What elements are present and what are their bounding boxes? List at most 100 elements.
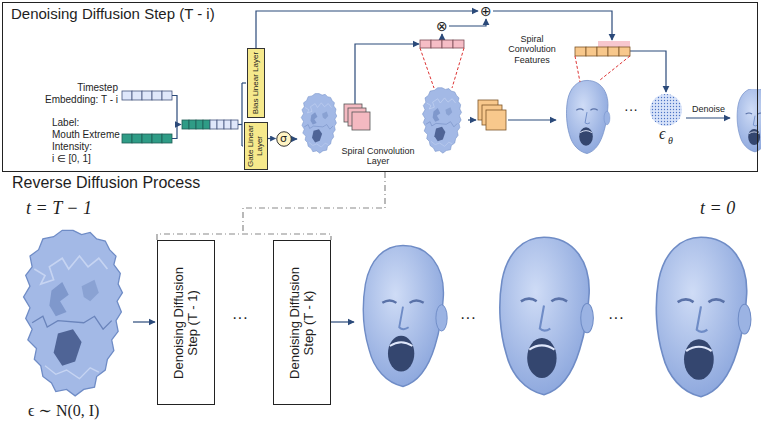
- vector-cell: [152, 134, 162, 143]
- flow-arrow: [508, 119, 556, 120]
- combined-vector: [182, 120, 238, 129]
- vector-cell: [203, 120, 210, 129]
- vector-cell: [224, 120, 231, 129]
- merge-wire: [172, 96, 181, 125]
- step-box: Denoising Diffusion Step (T - 1): [157, 240, 215, 405]
- panel-heading: Denoising Diffusion Step (T - i): [11, 5, 215, 23]
- vector-cell: [210, 120, 217, 129]
- sum-wire: [493, 11, 612, 40]
- vector-cell: [575, 47, 586, 56]
- vector-cell: [231, 120, 238, 129]
- vector-cell: [217, 120, 224, 129]
- input-label: Timestep Embedding: T - i: [42, 82, 118, 105]
- noisy-face: [422, 88, 461, 153]
- noise-distribution: ϵ ∼ N(0, I): [28, 402, 99, 420]
- vector-cell: [162, 134, 172, 143]
- vector-cell: [189, 120, 196, 129]
- linear-layer-box: Gate Linear Layer: [244, 122, 268, 170]
- denoised-face: [737, 88, 757, 152]
- section-title: Reverse Diffusion Process: [12, 174, 200, 192]
- layer-name: Gate Linear Layer: [247, 123, 265, 169]
- vector-cell: [196, 120, 203, 129]
- layer-name: Bias Linear Layer: [251, 50, 260, 116]
- bias-wire: [256, 11, 478, 48]
- split-wire: [242, 82, 246, 83]
- highlight-strip: [598, 41, 630, 47]
- linear-layer-box: Bias Linear Layer: [247, 48, 265, 118]
- input-label: Label:: [52, 117, 79, 129]
- vector-cell: [132, 134, 142, 143]
- orange-feature-vector: [575, 47, 630, 56]
- circle-outline: [276, 131, 291, 146]
- pink-feature-vector: [420, 40, 464, 48]
- vector-cell: [152, 91, 162, 100]
- vector-cell: [122, 134, 132, 143]
- vector-cell: [608, 47, 619, 56]
- output-wire: [630, 51, 666, 92]
- sigmoid-symbol: σ: [276, 131, 292, 147]
- multiply-symbol: ⊗: [436, 19, 448, 33]
- face: [363, 246, 447, 387]
- add-symbol: ⊕: [480, 4, 492, 18]
- mapping-line: [420, 48, 434, 88]
- sigmoid-circle: σ: [276, 131, 292, 147]
- ellipsis: ···: [460, 310, 476, 326]
- ellipsis: ···: [608, 310, 624, 326]
- feature-wire: [355, 44, 419, 104]
- noise-subscript: θ: [668, 136, 673, 146]
- flow-arrow: [468, 119, 476, 120]
- gate-wire: [292, 138, 297, 139]
- label-vector: [122, 134, 172, 143]
- split-wire: [241, 83, 242, 146]
- timestep-label: t = T − 1: [26, 198, 92, 219]
- vector-cell: [132, 91, 142, 100]
- face: [656, 237, 751, 396]
- flow-arrow: [133, 321, 155, 322]
- vector-cell: [442, 40, 453, 48]
- vector-cell: [586, 47, 597, 56]
- vector-cell: [142, 91, 152, 100]
- mapping-line: [452, 48, 464, 88]
- ellipsis: ···: [232, 310, 248, 326]
- merge-wire: [172, 125, 177, 139]
- noise-face: [24, 230, 123, 396]
- timestep-vector: [122, 91, 172, 100]
- mapping-line: [600, 56, 630, 80]
- feature-caption: Spiral Convolution Features: [500, 34, 564, 65]
- spiral-conv-features: [478, 100, 506, 130]
- layer-caption: Spiral Convolution Layer: [338, 146, 418, 167]
- vector-cell: [597, 47, 608, 56]
- vector-cell: [420, 40, 431, 48]
- feature-wire: [441, 34, 442, 40]
- face: [566, 80, 609, 153]
- vector-cell: [182, 120, 189, 129]
- vector-cell: [162, 91, 172, 100]
- kernel-square: [352, 112, 370, 130]
- connector-arrow: [268, 138, 276, 139]
- flow-arrow: [331, 321, 354, 322]
- input-label: Mouth Extreme Intensity:: [52, 129, 124, 152]
- noise-blob: [650, 94, 682, 126]
- noise-blob: [650, 94, 682, 126]
- step-name: Denoising Diffusion Step (T - k): [288, 257, 317, 389]
- zoom-leader: [243, 172, 385, 234]
- vector-cell: [142, 134, 152, 143]
- product-wire: [449, 19, 486, 26]
- feature-square: [486, 110, 506, 130]
- vector-cell: [431, 40, 442, 48]
- noisy-face: [301, 94, 337, 154]
- timestep-label: t = 0: [700, 198, 735, 219]
- denoise-arrow: [686, 117, 730, 118]
- input-label: i ∈ [0, 1]: [52, 153, 91, 165]
- noise-symbol: ϵ: [659, 126, 665, 142]
- vector-cell: [453, 40, 464, 48]
- face: [500, 237, 594, 395]
- arrow-label: Denoise: [692, 104, 725, 114]
- ellipsis: ···: [624, 102, 638, 116]
- mapping-line: [575, 56, 580, 82]
- step-box: Denoising Diffusion Step (T - k): [273, 240, 331, 405]
- vector-cell: [619, 47, 630, 56]
- spiral-conv-kernels: [344, 104, 370, 130]
